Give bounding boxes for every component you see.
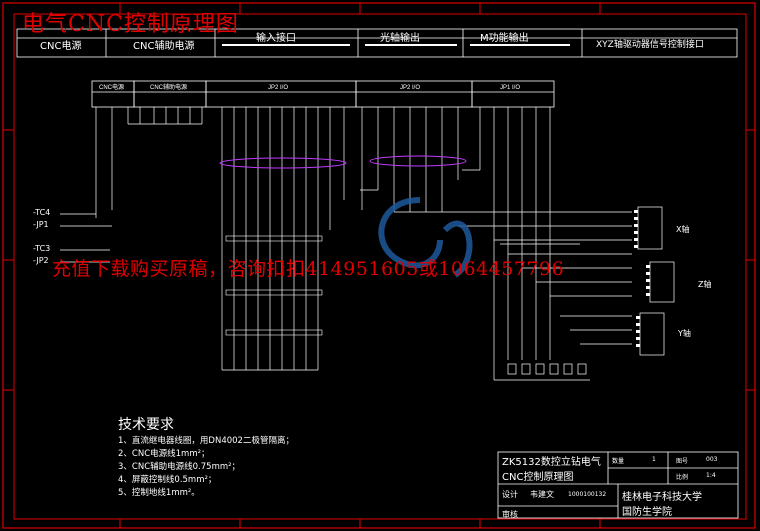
title-block-qty-value: 1 xyxy=(652,456,656,463)
svg-text:CNC电源: CNC电源 xyxy=(99,83,124,91)
label-tc4: -TC4 xyxy=(33,208,51,217)
svg-text:JP1 I/O: JP1 I/O xyxy=(500,85,520,91)
tech-requirement-item: 4、屏蔽控制线0.5mm²； xyxy=(118,475,217,485)
title-block-qty-label: 数量 xyxy=(612,458,625,465)
watermark-text: 充值下载购买原稿，咨询扣扣414951605或1064457796 xyxy=(52,258,565,280)
title-block-ratio-label: 比例 xyxy=(676,474,689,481)
header-xyz-interface: XYZ轴驱动器信号控制接口 xyxy=(596,40,704,50)
switch-contacts xyxy=(225,235,323,336)
tech-requirements-heading: 技术要求 xyxy=(118,417,174,433)
label-z-axis: Z轴 xyxy=(698,280,712,289)
header-cnc-power: CNC电源 xyxy=(40,41,82,52)
svg-text:CNC辅助电源: CNC辅助电源 xyxy=(150,83,187,91)
header-input-interface: 输入接口 xyxy=(256,33,296,44)
tech-requirement-item: 3、CNC辅助电源线0.75mm²； xyxy=(118,462,241,472)
header-table xyxy=(16,28,738,58)
busbars xyxy=(60,123,632,381)
drawing-title: 电气CNC控制原理图 xyxy=(22,12,239,37)
connector-wires xyxy=(95,107,551,380)
header-cnc-aux-power: CNC辅助电源 xyxy=(133,41,195,52)
title-block-designer: 韦建文 xyxy=(530,490,554,499)
tech-requirement-item: 2、CNC电源线1mm²； xyxy=(118,449,210,459)
connector-blocks xyxy=(91,80,555,108)
header-m-output: M功能输出 xyxy=(480,33,529,44)
title-block-drawing-name: ZK5132数控立钻电气CNC控制原理图 xyxy=(502,457,601,483)
header-spindle-output: 光轴输出 xyxy=(380,33,420,44)
watermark-logo xyxy=(378,197,473,278)
connector-titles: CNC电源 CNC辅助电源 JP2 I/O JP2 I/O JP1 I/O xyxy=(99,83,520,91)
svg-text:JP2 I/O: JP2 I/O xyxy=(400,85,420,91)
inner-frame xyxy=(13,13,747,520)
label-jp2: -JP2 xyxy=(33,256,49,265)
title-block-college: 国防生学院 xyxy=(622,507,672,518)
tech-requirement-item: 5、控制地线1mm²。 xyxy=(118,488,200,498)
svg-text:JP2 I/O: JP2 I/O xyxy=(268,85,288,91)
label-tc3: -TC3 xyxy=(33,244,51,253)
relay-coils xyxy=(507,363,587,375)
label-jp1: -JP1 xyxy=(33,220,49,229)
label-x-axis: X轴 xyxy=(676,225,690,234)
title-block-reviewer-label: 审核 xyxy=(502,510,518,519)
shielded-cable-markers xyxy=(219,155,467,169)
title-block-school: 桂林电子科技大学 xyxy=(622,492,702,503)
title-block-sheet-value: 003 xyxy=(706,456,718,463)
tech-requirement-item: 1、直流继电器线圈，用DN4002二极管隔离； xyxy=(118,436,294,446)
header-small-notes xyxy=(222,44,570,46)
driver-pins xyxy=(634,210,650,347)
label-y-axis: Y轴 xyxy=(678,329,691,338)
title-block xyxy=(497,451,739,519)
title-block-student-id: 1000100132 xyxy=(568,491,607,498)
axis-drivers xyxy=(637,206,675,356)
title-block-designer-label: 设计 xyxy=(502,490,518,499)
title-block-ratio-value: 1:4 xyxy=(706,472,716,479)
title-block-sheet-label: 图号 xyxy=(676,458,689,465)
zone-ticks xyxy=(3,3,755,528)
